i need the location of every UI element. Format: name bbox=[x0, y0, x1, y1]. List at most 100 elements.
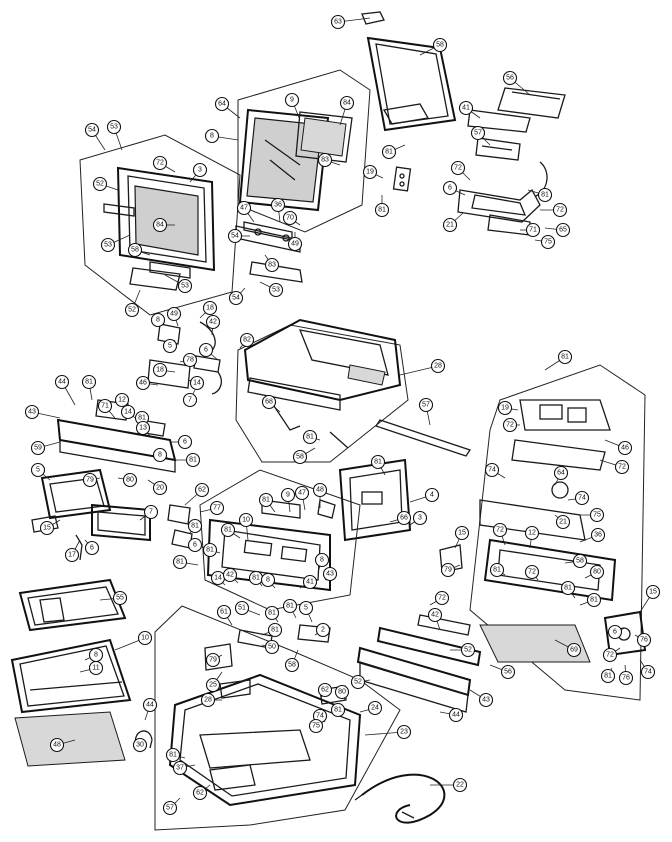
callout: 54 bbox=[228, 287, 246, 306]
callout-number: 7 bbox=[188, 397, 192, 404]
callout-number: 84 bbox=[156, 222, 164, 229]
callout: 80 bbox=[584, 564, 605, 580]
callout-circle bbox=[640, 664, 656, 680]
callout: 46 bbox=[604, 439, 633, 456]
callout: 81 bbox=[489, 562, 506, 578]
callout-circle bbox=[205, 652, 221, 668]
callout-number: 11 bbox=[92, 665, 99, 672]
callout-circle bbox=[312, 482, 328, 498]
callout-number: 28 bbox=[434, 363, 442, 370]
callout-number: 81 bbox=[138, 415, 146, 422]
callout: 11 bbox=[79, 660, 104, 676]
callout-number: 28 bbox=[204, 697, 212, 704]
callout-circle bbox=[636, 632, 652, 648]
callout: 53 bbox=[164, 274, 193, 294]
callout: 63 bbox=[330, 14, 371, 30]
callout: 71 bbox=[97, 398, 116, 419]
callout-number: 43 bbox=[28, 409, 36, 416]
callout-circle bbox=[152, 480, 168, 496]
callout: 7 bbox=[182, 389, 198, 408]
callout-circle bbox=[292, 449, 308, 465]
callout-circle bbox=[189, 375, 205, 391]
callout-circle bbox=[322, 566, 338, 582]
callout-number: 42 bbox=[431, 612, 439, 619]
callout: 81 bbox=[172, 554, 199, 570]
callout: 81 bbox=[165, 747, 186, 763]
callout: 13 bbox=[135, 420, 151, 437]
callout-number: 6 bbox=[448, 185, 452, 192]
callout: 62 bbox=[317, 682, 333, 701]
callout: 12 bbox=[114, 392, 131, 416]
callout-circle bbox=[497, 400, 513, 416]
callout-number: 58 bbox=[131, 247, 139, 254]
callout-circle bbox=[350, 674, 366, 690]
callout-number: 44 bbox=[58, 379, 66, 386]
callout-number: 30 bbox=[136, 742, 144, 749]
callout: 18 bbox=[199, 300, 218, 319]
callout-number: 55 bbox=[116, 595, 124, 602]
callout: 52 bbox=[92, 176, 119, 192]
callout: 80 bbox=[334, 684, 350, 701]
callout-number: 20 bbox=[156, 485, 164, 492]
callout: 9 bbox=[280, 487, 296, 513]
callout: 5 bbox=[162, 338, 178, 354]
callout-number: 8 bbox=[266, 577, 270, 584]
callout-circle bbox=[452, 777, 468, 793]
callout: 58 bbox=[292, 447, 316, 465]
callout-number: 8 bbox=[158, 452, 162, 459]
callout-circle bbox=[370, 454, 386, 470]
callout: 81 bbox=[374, 195, 390, 218]
callout-circle bbox=[162, 338, 178, 354]
callout: 71 bbox=[520, 222, 541, 238]
callout: 68 bbox=[261, 394, 281, 413]
callout: 6 bbox=[187, 537, 206, 553]
callout-number: 81 bbox=[561, 354, 569, 361]
callout-number: 69 bbox=[570, 647, 578, 654]
callout-circle bbox=[162, 800, 178, 816]
callout-circle bbox=[458, 100, 474, 116]
callout-number: 72 bbox=[618, 464, 626, 471]
callout: 36 bbox=[270, 197, 286, 223]
callout-number: 80 bbox=[126, 477, 134, 484]
callout-number: 57 bbox=[474, 130, 482, 137]
callout: 72 bbox=[492, 522, 508, 546]
callout-number: 10 bbox=[141, 635, 149, 642]
callout-number: 58 bbox=[296, 454, 304, 461]
callout-circle bbox=[152, 155, 168, 171]
callout-circle bbox=[645, 584, 661, 600]
callout-number: 21 bbox=[446, 222, 454, 229]
callout: 30 bbox=[132, 737, 148, 753]
callout-number: 72 bbox=[606, 652, 614, 659]
callout: 5 bbox=[30, 462, 51, 481]
callout: 74 bbox=[567, 490, 590, 506]
callout: 36 bbox=[579, 527, 606, 543]
callout-circle bbox=[152, 217, 168, 233]
callout-number: 46 bbox=[139, 380, 147, 387]
callout-circle bbox=[24, 404, 40, 420]
callout-number: 75 bbox=[312, 723, 320, 730]
callout: 44 bbox=[439, 707, 464, 723]
callout: 8 bbox=[152, 447, 169, 463]
callout-circle bbox=[198, 342, 214, 358]
callout: 14 bbox=[210, 570, 226, 586]
callout: 25 bbox=[205, 671, 223, 693]
callout-circle bbox=[314, 552, 330, 568]
callout-circle bbox=[222, 567, 238, 583]
callout-number: 81 bbox=[286, 603, 294, 610]
callout-number: 47 bbox=[240, 205, 248, 212]
callout: 58 bbox=[127, 242, 151, 258]
callout-circle bbox=[590, 527, 606, 543]
callout-circle bbox=[367, 700, 383, 716]
callout: 48 bbox=[312, 482, 328, 508]
callout-circle bbox=[560, 580, 576, 596]
callout-number: 81 bbox=[493, 567, 501, 574]
callout-circle bbox=[234, 600, 250, 616]
callout-number: 9 bbox=[290, 97, 294, 104]
callout: 21 bbox=[554, 514, 571, 530]
callout: 81 bbox=[81, 374, 97, 401]
callout-circle bbox=[124, 302, 140, 318]
callout-number: 81 bbox=[378, 207, 386, 214]
callout-circle bbox=[460, 642, 476, 658]
callout-number: 42 bbox=[209, 319, 217, 326]
